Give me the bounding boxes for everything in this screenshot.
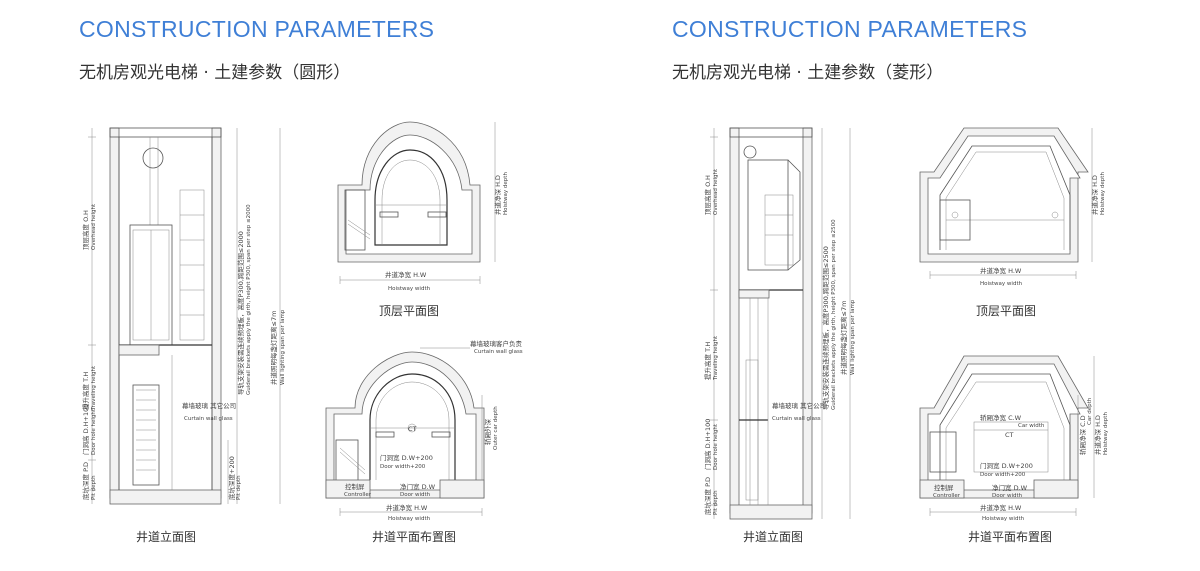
elevation-labels: 顶层高度 O.H Overhead height 提升高度 T.H Travel… <box>703 168 856 515</box>
layout-hw-width-label-en: Hoistway width <box>388 516 431 522</box>
overhead-label-en: Overhead height <box>91 203 97 250</box>
curtain-label: 幕墙玻璃 其它公司 <box>772 401 826 410</box>
hoistway-layout-plan-drawing <box>325 347 485 516</box>
car-depth-label: 轿厢净深 C.D <box>1078 415 1087 455</box>
net-door-label: 净门宽 D.W <box>992 483 1028 492</box>
layout-hw-width-label: 井道净宽 H.W <box>980 503 1022 512</box>
layout-hw-width-label: 井道净宽 H.W <box>386 503 428 512</box>
door-width-label-en: Door width+200 <box>380 464 426 470</box>
elevation-labels: 顶层高度 O.H Overhead height 提升高度 T.H Travel… <box>81 203 286 500</box>
door-height-label: 门洞高 D.H+100 <box>81 404 90 455</box>
hoistway-elevation-drawing <box>710 127 851 520</box>
top-hw-width-label-en: Hoistway width <box>980 281 1023 287</box>
guiderail-label-en: Guiderail brackets apply the girth, heig… <box>246 204 252 395</box>
car-depth-label: 轿厢外深 <box>483 419 492 446</box>
round-drawings: 顶层高度 O.H Overhead height 提升高度 T.H Travel… <box>81 121 523 544</box>
wall-light-label: 井道照明每盏灯距离≤7m <box>839 301 848 375</box>
pit-plus-label: 底坑深度+200 <box>227 456 236 500</box>
hoistway-layout-plan-drawing <box>919 355 1095 516</box>
section-heading: CONSTRUCTION PARAMETERS <box>79 16 435 42</box>
section-subheading: 无机房观光电梯 · 土建参数（圆形） <box>79 63 351 83</box>
pit-label: 底坑深度 P.D <box>81 462 90 500</box>
hoistway-elevation-drawing <box>88 127 281 505</box>
travel-label: 提升高度 T.H <box>703 342 712 380</box>
curtain-top-label-en: Curtain wall glass <box>474 349 523 355</box>
pit-label-en: Pit depth <box>713 490 719 515</box>
elevation-caption: 井道立面图 <box>743 529 803 544</box>
ct-label: CT <box>408 425 417 433</box>
door-height-label-en: Door hole height <box>91 408 97 455</box>
top-hw-depth-label-en: Hoistway depth <box>503 172 509 215</box>
elevation-caption: 井道立面图 <box>136 529 196 544</box>
wall-light-label-en: Wall lighting span per lamp <box>850 299 856 375</box>
top-hw-width-label-en: Hoistway width <box>388 286 431 292</box>
overhead-label-en: Overhead height <box>713 168 719 215</box>
layout-hw-width-label-en: Hoistway width <box>982 516 1025 522</box>
top-hw-depth-label: 井道净深 H.D <box>1090 175 1099 215</box>
wall-light-label-en: Wall lighting span per lamp <box>280 309 286 385</box>
car-depth-label-en: Car depth <box>1087 397 1093 425</box>
overhead-label: 顶层高度 O.H <box>703 175 712 215</box>
section-subheading: 无机房观光电梯 · 土建参数（菱形） <box>672 63 944 83</box>
door-height-label-en: Door hole height <box>713 423 719 470</box>
door-width-label: 门洞宽 D.W+200 <box>380 453 433 462</box>
curtain-top-label: 幕墙玻璃客户负责 <box>470 339 523 348</box>
top-plan-caption: 顶层平面图 <box>379 304 439 318</box>
panel-round: CONSTRUCTION PARAMETERS 无机房观光电梯 · 土建参数（圆… <box>79 16 523 544</box>
net-door-label-en: Door width <box>400 492 431 498</box>
top-hw-depth-label: 井道净深 H.D <box>493 175 502 215</box>
door-height-label: 门洞高 D.H+100 <box>703 419 712 470</box>
top-plan-caption: 顶层平面图 <box>976 304 1036 318</box>
pit-plus-label-en: Pit depth <box>236 475 242 500</box>
curtain-label-en: Curtain wall glass <box>184 416 233 422</box>
top-floor-plan-drawing <box>919 127 1093 279</box>
controller-label-en: Controller <box>933 493 961 499</box>
controller-label: 控制屏 <box>345 482 365 491</box>
top-hw-width-label: 井道净宽 H.W <box>980 266 1022 275</box>
top-hw-depth-label-en: Hoistway depth <box>1100 172 1106 215</box>
panel-diamond: CONSTRUCTION PARAMETERS 无机房观光电梯 · 土建参数（菱… <box>600 0 1200 571</box>
travel-label-en: Traveling height <box>91 365 97 411</box>
wall-light-label: 井道照明每盏灯距离≤7m <box>269 311 278 385</box>
top-hw-width-label: 井道净宽 H.W <box>385 270 427 279</box>
guiderail-label: 导轨支架安装需连续预埋板，高度P300,跨距范围≤2500 <box>821 246 830 410</box>
ct-label: CT <box>1005 431 1014 439</box>
net-door-label-en: Door width <box>992 493 1023 499</box>
controller-label: 控制屏 <box>934 483 954 492</box>
controller-label-en: Controller <box>344 492 372 498</box>
diamond-drawings: 顶层高度 O.H Overhead height 提升高度 T.H Travel… <box>703 127 1109 544</box>
car-depth-label-en: Outer car depth <box>493 406 499 450</box>
layout-hw-depth-label: 井道净深 H.D <box>1093 415 1102 455</box>
overhead-label: 顶层高度 O.H <box>81 210 90 250</box>
door-width-label: 门洞宽 D.W+200 <box>980 461 1033 470</box>
layout-plan-caption: 井道平面布置图 <box>372 530 456 544</box>
curtain-label: 幕墙玻璃 其它公司 <box>182 401 236 410</box>
net-door-label: 净门宽 D.W <box>400 482 436 491</box>
guiderail-label-en: Guiderail brackets apply the girth, heig… <box>831 219 837 410</box>
layout-plan-caption: 井道平面布置图 <box>968 530 1052 544</box>
pit-label: 底坑深度 P.D <box>703 477 712 515</box>
pit-label-en: Pit depth <box>91 475 97 500</box>
car-width-label-en: Car width <box>1018 423 1045 429</box>
top-floor-plan-drawing <box>337 121 496 284</box>
car-width-label: 轿厢净宽 C.W <box>980 413 1022 422</box>
guiderail-label: 导轨支架安装需连续预埋板，高度P300,跨距范围≤2000 <box>236 231 245 395</box>
door-width-label-en: Door width+200 <box>980 472 1026 478</box>
travel-label: 提升高度 T.H <box>81 372 90 410</box>
curtain-label-en: Curtain wall glass <box>772 416 821 422</box>
section-heading: CONSTRUCTION PARAMETERS <box>672 16 1028 42</box>
layout-hw-depth-label-en: Hoistway depth <box>1103 412 1109 455</box>
travel-label-en: Traveling height <box>713 335 719 381</box>
